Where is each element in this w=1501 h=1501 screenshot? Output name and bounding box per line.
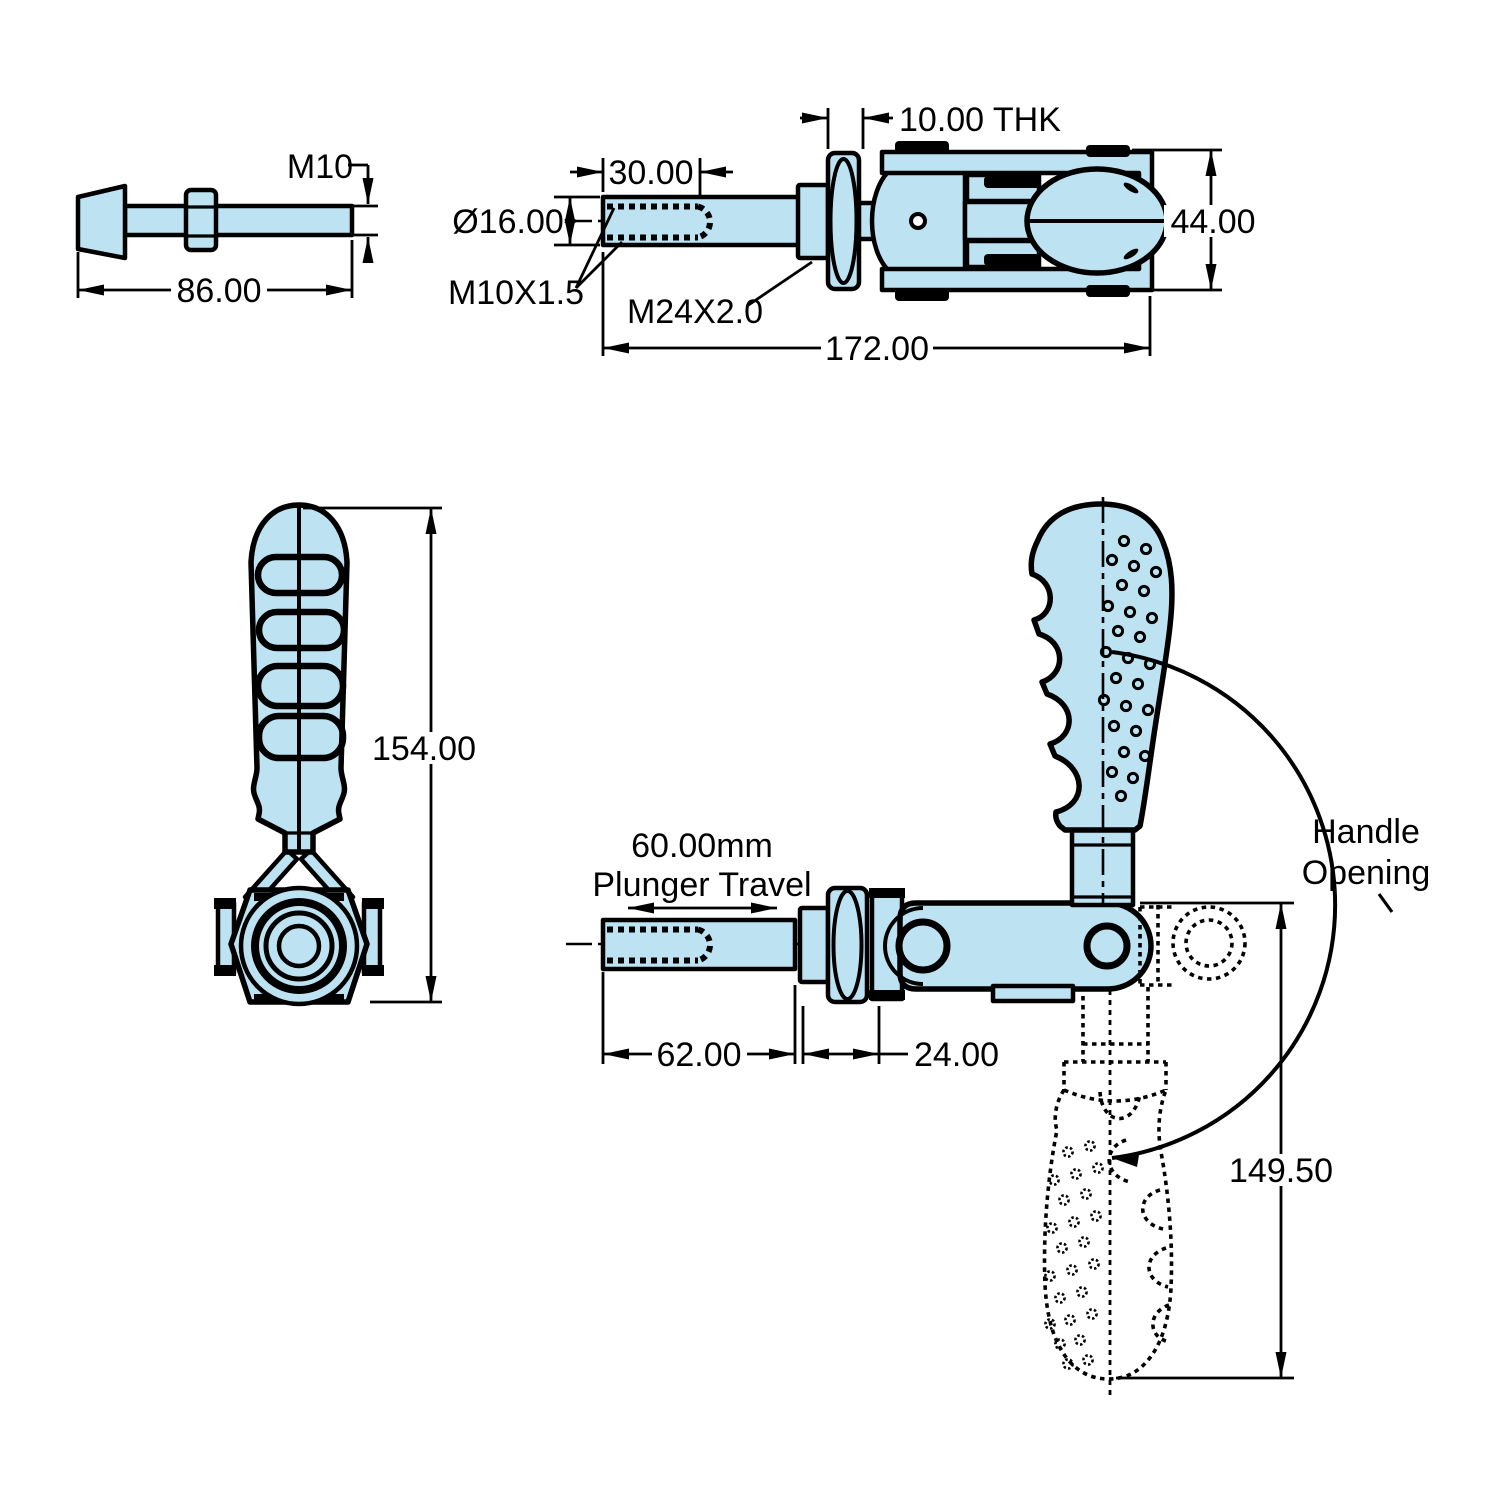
callout-plunger-thread: M10X1.5 bbox=[448, 207, 623, 312]
dim-spindle-length: 86.00 bbox=[76, 240, 354, 310]
open-height-label: 149.50 bbox=[1229, 1152, 1333, 1190]
clamp-top-view: 30.00 10.00 THK Ø16.00 M10X1.5 M24X2.0 bbox=[448, 101, 1262, 368]
mounting-hex-nut bbox=[825, 885, 870, 1005]
pivot-hole-left bbox=[895, 918, 951, 974]
phantom-dimples bbox=[1044, 1140, 1104, 1370]
spindle-detail-view: M10 86.00 bbox=[75, 148, 378, 310]
callout-mounting-thread: M24X2.0 bbox=[627, 260, 813, 331]
dim-body-height: 44.00 bbox=[1132, 148, 1262, 292]
plunger-diameter-label: Ø16.00 bbox=[452, 203, 564, 241]
dim-plunger-extension: 62.00 bbox=[601, 972, 797, 1074]
mounting-ears bbox=[214, 898, 384, 976]
dim-handle-height: 154.00 bbox=[303, 506, 478, 1004]
clamp-open-view: Handle Opening 60.00mm Plunger Travel 62… bbox=[566, 497, 1430, 1395]
grip-rings bbox=[254, 553, 348, 762]
dim-plate-thickness: 10.00 THK bbox=[800, 101, 1061, 149]
dim-spindle-thread: M10 bbox=[287, 148, 378, 263]
phantom-handle-open bbox=[1042, 905, 1247, 1395]
handle-callout-line2: Opening bbox=[1302, 854, 1431, 892]
spindle-hex-nut bbox=[183, 187, 219, 253]
plunger-front-circles bbox=[238, 885, 360, 1007]
spindle-thread-label: M10 bbox=[287, 148, 353, 186]
bottom-tab bbox=[990, 983, 1076, 1004]
pin-hole bbox=[909, 212, 927, 230]
dim-nut-width: 24.00 bbox=[801, 1006, 999, 1074]
plunger-thread-label: M10X1.5 bbox=[448, 274, 584, 312]
plunger-thread bbox=[607, 926, 713, 964]
travel-caption-label: Plunger Travel bbox=[592, 866, 811, 904]
thread-length-label: 30.00 bbox=[608, 154, 693, 192]
dim-plunger-diameter: Ø16.00 bbox=[452, 195, 600, 247]
bar-end-arc bbox=[883, 906, 924, 986]
handle-dimples bbox=[1097, 534, 1163, 803]
spindle-tip-cone bbox=[75, 183, 128, 261]
plunger-thread bbox=[607, 203, 713, 241]
mounting-thread-label: M24X2.0 bbox=[627, 293, 763, 331]
pivot-hole-right bbox=[1083, 922, 1131, 970]
handle-callout-line1: Handle bbox=[1312, 813, 1420, 851]
overall-length-label: 172.00 bbox=[825, 330, 929, 368]
screw-tabs bbox=[895, 141, 1130, 301]
nut-width-label: 24.00 bbox=[914, 1036, 999, 1074]
spindle-length-label: 86.00 bbox=[176, 272, 261, 310]
dim-plunger-travel: 60.00mm Plunger Travel bbox=[592, 827, 812, 914]
handle-grip-top bbox=[1024, 166, 1170, 276]
spindle-rod bbox=[122, 203, 355, 238]
mounting-flange bbox=[797, 905, 831, 985]
dim-overall-length: 172.00 bbox=[601, 252, 1152, 368]
handle-up-outline bbox=[1028, 501, 1175, 833]
travel-value-label: 60.00mm bbox=[631, 827, 773, 865]
dim-thread-length: 30.00 bbox=[570, 154, 733, 196]
plunger-extension-label: 62.00 bbox=[656, 1036, 741, 1074]
clamp-front-view: 154.00 bbox=[214, 502, 478, 1007]
mounting-flange bbox=[795, 182, 831, 261]
body-height-label: 44.00 bbox=[1170, 203, 1255, 241]
dim-open-height: 149.50 bbox=[1116, 901, 1338, 1380]
handle-height-label: 154.00 bbox=[372, 730, 476, 768]
handle-opening-arc bbox=[1111, 650, 1394, 1167]
mounting-hex-nut bbox=[825, 150, 862, 292]
plate-thickness-label: 10.00 THK bbox=[899, 101, 1061, 139]
